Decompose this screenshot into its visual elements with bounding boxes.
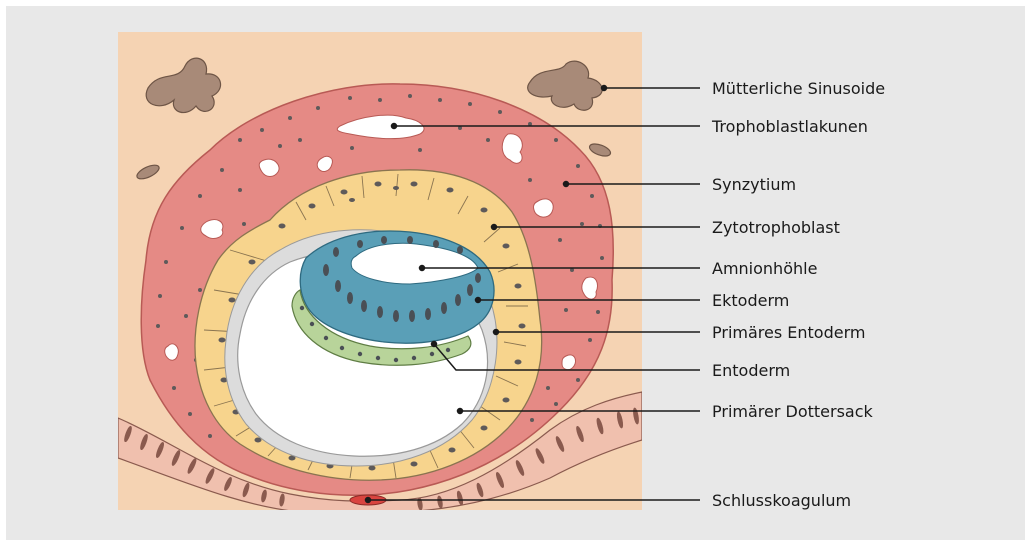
label-muetterliche-sinusoide: Mütterliche Sinusoide	[712, 79, 885, 98]
label-amnionhoehle: Amnionhöhle	[712, 259, 817, 278]
label-primaeres-entoderm: Primäres Entoderm	[712, 323, 865, 342]
label-schlusskoagulum: Schlusskoagulum	[712, 491, 851, 510]
label-entoderm: Entoderm	[712, 361, 790, 380]
label-primaerer-dottersack: Primärer Dottersack	[712, 402, 874, 421]
label-trophoblastlakunen: Trophoblastlakunen	[711, 117, 868, 136]
label-zytotrophoblast: Zytotrophoblast	[712, 218, 840, 237]
label-ektoderm: Ektoderm	[712, 291, 789, 310]
label-synzytium: Synzytium	[712, 175, 796, 194]
